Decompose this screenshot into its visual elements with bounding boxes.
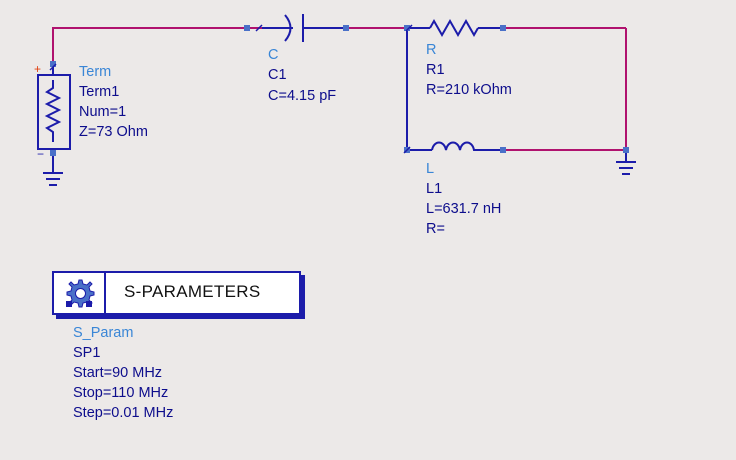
inductor-name-label: L1: [426, 181, 443, 197]
inductor-symbol[interactable]: [407, 141, 503, 151]
pin: [500, 147, 506, 153]
pin-ticks: [49, 24, 413, 154]
resistor-symbol[interactable]: [407, 18, 503, 38]
sparameters-title: S-PARAMETERS: [124, 282, 261, 301]
inductor-type-label: L: [426, 161, 435, 177]
sparameters-controller[interactable]: S-PARAMETERS: [52, 271, 301, 315]
capacitor-type-label: C: [268, 47, 279, 63]
term-plus-marker: +: [34, 62, 41, 76]
term-type-label: Term: [79, 64, 112, 80]
capacitor-symbol[interactable]: [262, 14, 346, 42]
wire-term-to-capacitor[interactable]: [52, 27, 262, 64]
term-num-param: Num=1: [79, 104, 127, 120]
resistor-name-label: R1: [426, 62, 445, 78]
sparam-stop-param: Stop=110 MHz: [73, 385, 169, 401]
sparam-type-label: S_Param: [73, 325, 134, 341]
pin: [500, 25, 506, 31]
sparam-name-label: SP1: [73, 345, 101, 361]
wires: [52, 27, 627, 151]
sparam-start-param: Start=90 MHz: [73, 365, 163, 381]
capacitor-value-param: C=4.15 pF: [268, 88, 337, 104]
term-ground-icon: [43, 172, 63, 186]
resistor-value-param: R=210 kOhm: [426, 82, 512, 98]
capacitor-name-label: C1: [268, 67, 287, 83]
resistor-type-label: R: [426, 42, 437, 58]
pin: [343, 25, 349, 31]
pin: [244, 25, 250, 31]
sparameters-icon-cell: [54, 273, 106, 313]
pin: [404, 25, 410, 31]
inductor-value-param: L=631.7 nH: [426, 201, 502, 217]
term-name-label: Term1: [79, 84, 120, 100]
pin: [623, 147, 629, 153]
right-ground-icon: [616, 150, 636, 175]
sparameters-controller-icon: [66, 279, 95, 308]
term-minus-marker: −: [37, 147, 44, 161]
inductor-resistance-param: R=: [426, 221, 445, 237]
sparam-step-param: Step=0.01 MHz: [73, 405, 174, 421]
pin: [50, 61, 56, 67]
pin: [50, 150, 56, 156]
term-impedance-param: Z=73 Ohm: [79, 124, 148, 140]
